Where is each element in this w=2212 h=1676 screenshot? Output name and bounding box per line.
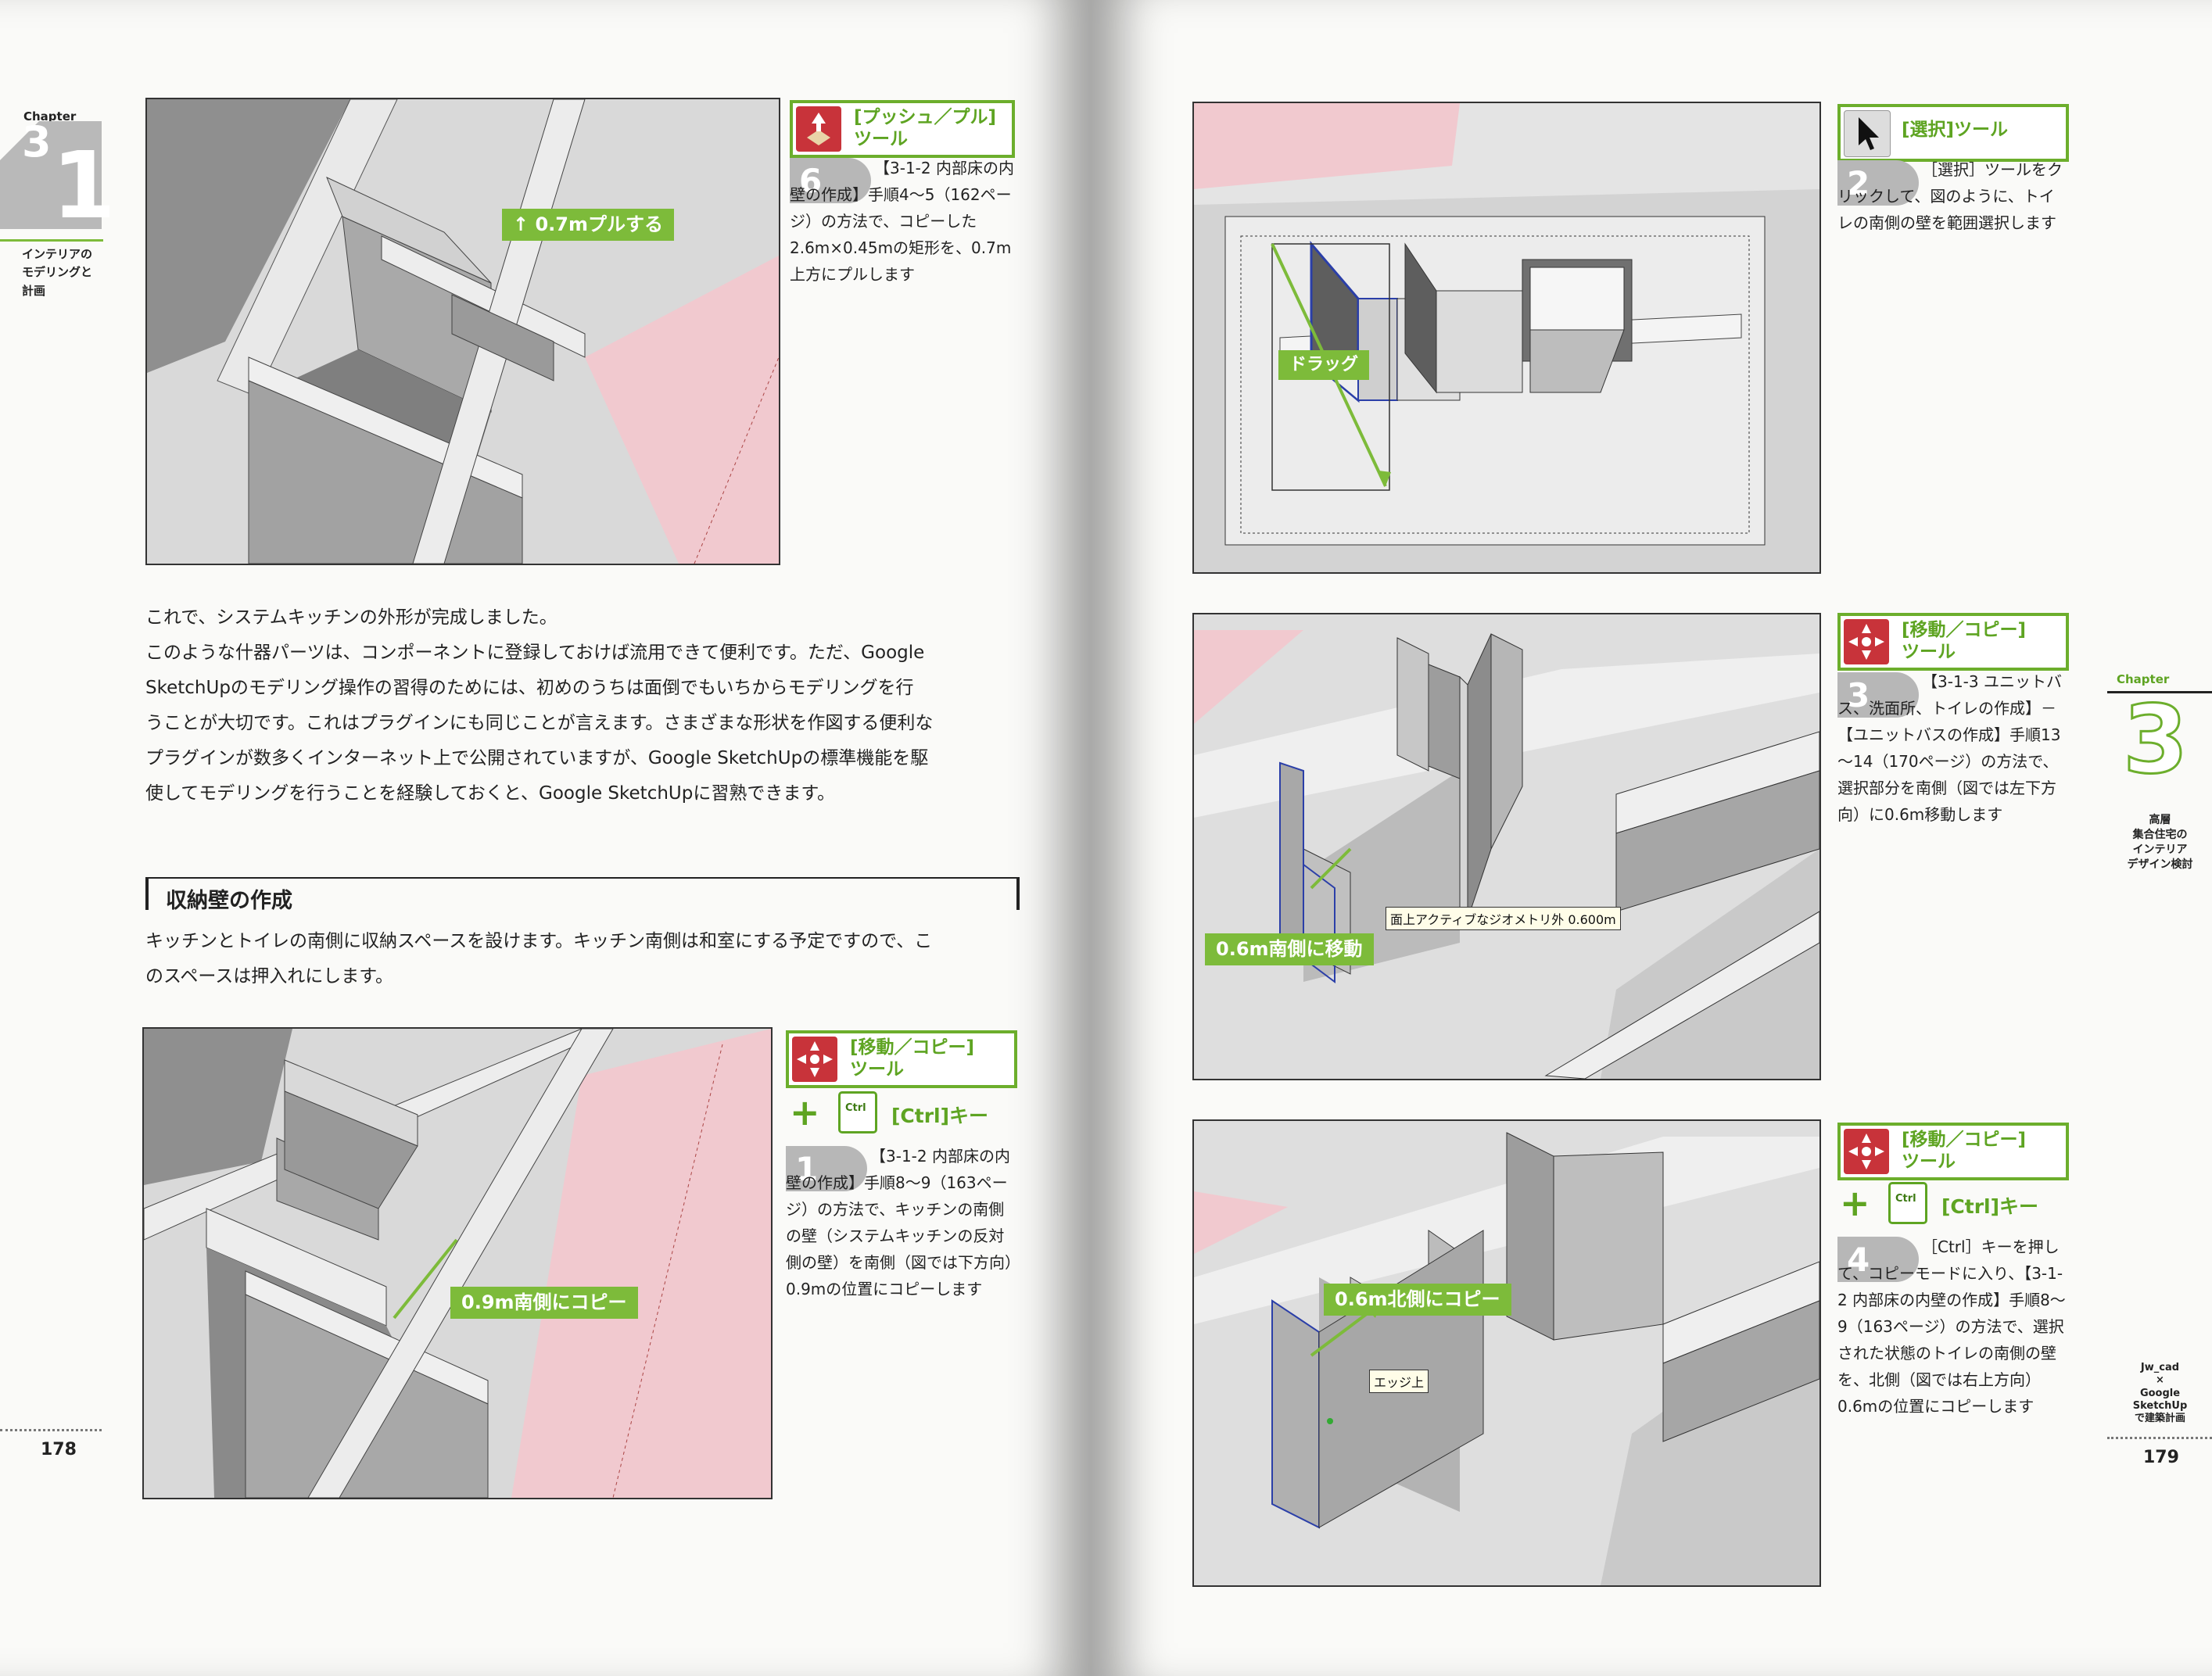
chapter-label: Chapter: [23, 109, 77, 124]
intro-line: のスペースは押入れにします。: [145, 966, 393, 987]
section-caption: インテリアの モデリングと 計画: [22, 245, 92, 300]
plus-icon: +: [790, 1091, 820, 1133]
tool-select-name: [選択]ツール: [1902, 120, 2009, 140]
ctrl-key-icon: Ctrl: [1888, 1182, 1927, 1224]
figure-copy-north: エッジ上 0.6m北側にコピー: [1192, 1119, 1821, 1587]
chapter-tab-notch: [0, 121, 39, 160]
page-number-rule: [0, 1429, 102, 1431]
right-tab-caption-line: 集合住宅の: [2132, 828, 2188, 841]
move-copy-icon: [1844, 619, 1889, 664]
body-paragraph: これで、システムキッチンの外形が完成しました。 このような什器パーツは、コンポー…: [145, 600, 1021, 811]
intro-line: キッチンとトイレの南側に収納スペースを設けます。キッチン南側は和室にする予定です…: [145, 931, 933, 951]
right-chapter-label: Chapter: [2117, 672, 2170, 686]
callout-pull-07: ↑ 0.7mプルする: [502, 209, 674, 241]
section-caption-line: 計画: [22, 283, 46, 298]
callout-move-south: 0.6m南側に移動: [1205, 933, 1374, 965]
ctrl-key-icon-text: Ctrl: [845, 1102, 866, 1114]
right-tab-rule: [2107, 691, 2212, 693]
step-number: 6: [799, 162, 823, 200]
tool-move-copy-name: [移動／コピー] ツール: [850, 1037, 975, 1080]
step-1-text: 【3-1-2 内部床の内壁の作成】手順8～9（163ページ）の方法で、キッチンの…: [786, 1147, 1013, 1298]
tool-push-pull-name: [プッシュ／プル] ツール: [854, 107, 997, 149]
step-3-text: 【3-1-3 ユニットバス、洗面所、トイレの作成】－【ユニットバスの作成】手順1…: [1837, 672, 2062, 824]
section-caption-line: モデリングと: [22, 265, 93, 280]
ctrl-key-icon-text: Ctrl: [1895, 1193, 1916, 1205]
book-title-line: Google: [2139, 1387, 2181, 1399]
ctrl-key-label: [Ctrl]キー: [1941, 1195, 2039, 1218]
move-copy-icon: [1844, 1129, 1889, 1174]
book-title: Jw_cad × Google SketchUp で建築計画: [2111, 1362, 2209, 1425]
step-2-text: ［選択］ツールをクリックして、図のように、トイレの南側の壁を範囲選択します: [1837, 160, 2063, 232]
ctrl-key-label: [Ctrl]キー: [891, 1105, 989, 1127]
step-badge-1: 1: [786, 1146, 867, 1191]
callout-pull-07-text: 0.7mプルする: [535, 213, 663, 235]
ctrl-key-icon: Ctrl: [838, 1091, 877, 1133]
figure-select-drag: ドラッグ: [1192, 102, 1821, 574]
step-number: 2: [1847, 164, 1870, 202]
step-6-text: 【3-1-2 内部床の内壁の作成】手順4～5（162ページ）の方法で、コピーした…: [790, 159, 1014, 284]
step-number: 4: [1847, 1241, 1870, 1279]
plus-icon: +: [1840, 1182, 1870, 1224]
step-badge-6: 6: [790, 158, 871, 203]
select-arrow-icon: [1844, 110, 1891, 157]
left-page: Chapter 3 1 インテリアの モデリングと 計画 178 ↑ 0.7mプ…: [0, 0, 1091, 1676]
tool-move-copy-box-2: [移動／コピー] ツール: [1837, 613, 2069, 671]
page-number: 178: [41, 1440, 77, 1459]
tool-move-copy-box-3: [移動／コピー] ツール: [1837, 1123, 2069, 1180]
step-badge-2: 2: [1837, 160, 1919, 206]
paragraph-line: SketchUpのモデリング操作の習得のためには、初めのうちは面倒でもいちからモ…: [145, 678, 914, 698]
callout-drag: ドラッグ: [1278, 350, 1370, 381]
tooltip-on-edge: エッジ上: [1369, 1370, 1429, 1393]
book-title-line: Jw_cad: [2140, 1362, 2180, 1373]
section-caption-line: インテリアの: [22, 247, 93, 261]
section-number: 1: [52, 131, 117, 239]
step-badge-4: 4: [1837, 1237, 1919, 1282]
right-chapter-number: 3: [2122, 686, 2189, 795]
tool-move-copy-name-3: [移動／コピー] ツール: [1902, 1130, 2027, 1172]
book-title-line: ×: [2156, 1374, 2164, 1387]
paragraph-line: これで、システムキッチンの外形が完成しました。: [145, 607, 557, 628]
right-page: ドラッグ [選択]ツール 2 ［選択］ツールをクリックして、図のように、トイレの…: [1091, 0, 2212, 1676]
callout-copy-north: 0.6m北側にコピー: [1324, 1284, 1511, 1316]
step-number: 1: [795, 1150, 819, 1188]
book-title-line: で建築計画: [2134, 1413, 2185, 1424]
figure-push-pull: ↑ 0.7mプルする: [145, 98, 780, 565]
paragraph-line: プラグインが数多くインターネット上で公開されていますが、Google Sketc…: [145, 748, 929, 768]
push-pull-icon: [796, 106, 841, 152]
paragraph-line: うことが大切です。これはプラグインにも同じことが言えます。さまざまな形状を作図す…: [145, 713, 934, 733]
right-tab-caption-line: 高層: [2149, 814, 2171, 826]
step-number: 3: [1847, 676, 1870, 714]
right-page-number-rule: [2107, 1437, 2212, 1439]
move-copy-icon: [792, 1037, 837, 1082]
right-tab-caption: 高層 集合住宅の インテリア デザイン検討: [2111, 813, 2209, 872]
right-tab-caption-line: デザイン検討: [2127, 858, 2193, 871]
step-badge-3: 3: [1837, 672, 1919, 718]
book-title-line: SketchUp: [2132, 1399, 2188, 1412]
tool-move-copy-name-2: [移動／コピー] ツール: [1902, 620, 2027, 662]
tool-push-pull-box: [プッシュ／プル] ツール: [790, 100, 1015, 158]
paragraph-line: 使してモデリングを行うことを経験しておくと、Google SketchUpに習熟…: [145, 783, 836, 804]
right-tab-caption-line: インテリア: [2132, 843, 2188, 856]
paragraph-line: このような什器パーツは、コンポーネントに登録しておけば流用できて便利です。ただ、…: [145, 643, 925, 663]
tool-select-box: [選択]ツール: [1837, 104, 2069, 162]
section-heading-text: 収納壁の作成: [166, 889, 292, 913]
tooltip-move: 面上アクティブなジオメトリ外 0.600m: [1386, 907, 1621, 930]
right-page-number: 179: [2143, 1448, 2179, 1467]
intro-paragraph: キッチンとトイレの南側に収納スペースを設けます。キッチン南側は和室にする予定です…: [145, 924, 1021, 994]
section-heading: 収納壁の作成: [145, 877, 1020, 913]
chapter-number: 3: [22, 117, 52, 167]
figure-copy-south: 0.9m南側にコピー: [142, 1027, 773, 1499]
step-4-text: ［Ctrl］キーを押して、コピーモードに入り、【3-1-2 内部床の内壁の作成】…: [1837, 1237, 2066, 1416]
chapter-tab-rule: [0, 239, 103, 242]
tool-move-copy-box: [移動／コピー] ツール: [786, 1030, 1017, 1088]
figure-move-south: 面上アクティブなジオメトリ外 0.600m 0.6m南側に移動: [1192, 613, 1821, 1080]
callout-copy-south: 0.9m南側にコピー: [450, 1287, 638, 1319]
